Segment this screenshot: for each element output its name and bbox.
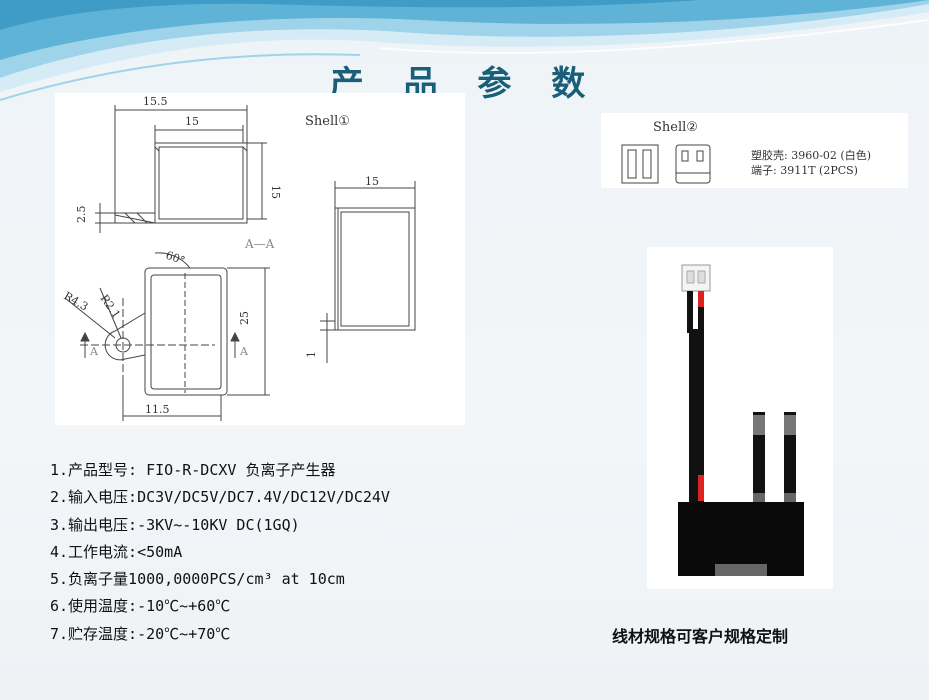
header-wave-decoration	[0, 0, 929, 101]
spec-item: 2.输入电压:DC3V/DC5V/DC7.4V/DC12V/DC24V	[50, 488, 390, 507]
shell2-label: Shell②	[653, 120, 698, 135]
dim-r43-label: R4.3	[62, 289, 91, 313]
mechanical-drawing-panel: 15.5 15 15 2.5 Shell① A—A 60° R2.1 R4.3 …	[55, 93, 465, 425]
shell1-label: Shell①	[305, 114, 350, 129]
dim-bottom-label: 11.5	[145, 403, 170, 416]
spec-item: 7.贮存温度:-20℃~+70℃	[50, 624, 231, 643]
section-label: A—A	[244, 237, 275, 251]
mechanical-drawing: 15.5 15 15 2.5 Shell① A—A 60° R2.1 R4.3 …	[62, 95, 416, 421]
product-photo	[647, 247, 833, 589]
section-mark-left: A	[89, 345, 99, 358]
shell2-line2: 端子: 3911T (2PCS)	[751, 164, 858, 177]
shell2-line1: 塑胶壳: 3960-02 (白色)	[751, 148, 871, 162]
dim-small-1-label: 1	[305, 351, 318, 358]
dim-top-inner-label: 15	[185, 115, 199, 128]
spec-item: 5.负离子量1000,0000PCS/cm³ at 10cm	[50, 570, 345, 589]
generator-illustration	[678, 264, 804, 576]
spec-item: 1.产品型号: FIO-R-DCXV 负离子产生器	[50, 461, 336, 479]
spec-list: 1.产品型号: FIO-R-DCXV 负离子产生器 2.输入电压:DC3V/DC…	[50, 457, 390, 648]
spec-item: 3.输出电压:-3KV~-10KV DC(1GQ)	[50, 515, 300, 534]
dim-r21-label: R2.1	[98, 292, 123, 321]
shell2-panel: Shell② 塑胶壳: 3960-02 (白色) 端子: 3911T (2PCS…	[601, 113, 908, 188]
dim-side-height-label: 15	[269, 185, 282, 199]
shell2-drawing: Shell② 塑胶壳: 3960-02 (白色) 端子: 3911T (2PCS…	[621, 120, 871, 184]
dim-angle-label: 60°	[164, 249, 187, 268]
dim-right-top-label: 15	[365, 175, 379, 188]
section-profile-outline	[154, 142, 248, 224]
spec-item: 4.工作电流:<50mA	[50, 542, 183, 561]
dim-left-small-label: 2.5	[75, 206, 88, 224]
dim-height-25-label: 25	[238, 311, 251, 325]
wire-caption: 线材规格可客户规格定制	[612, 627, 789, 646]
section-mark-right: A	[239, 345, 249, 358]
dim-top-outer-label: 15.5	[143, 95, 168, 108]
spec-item: 6.使用温度:-10℃~+60℃	[50, 597, 231, 616]
